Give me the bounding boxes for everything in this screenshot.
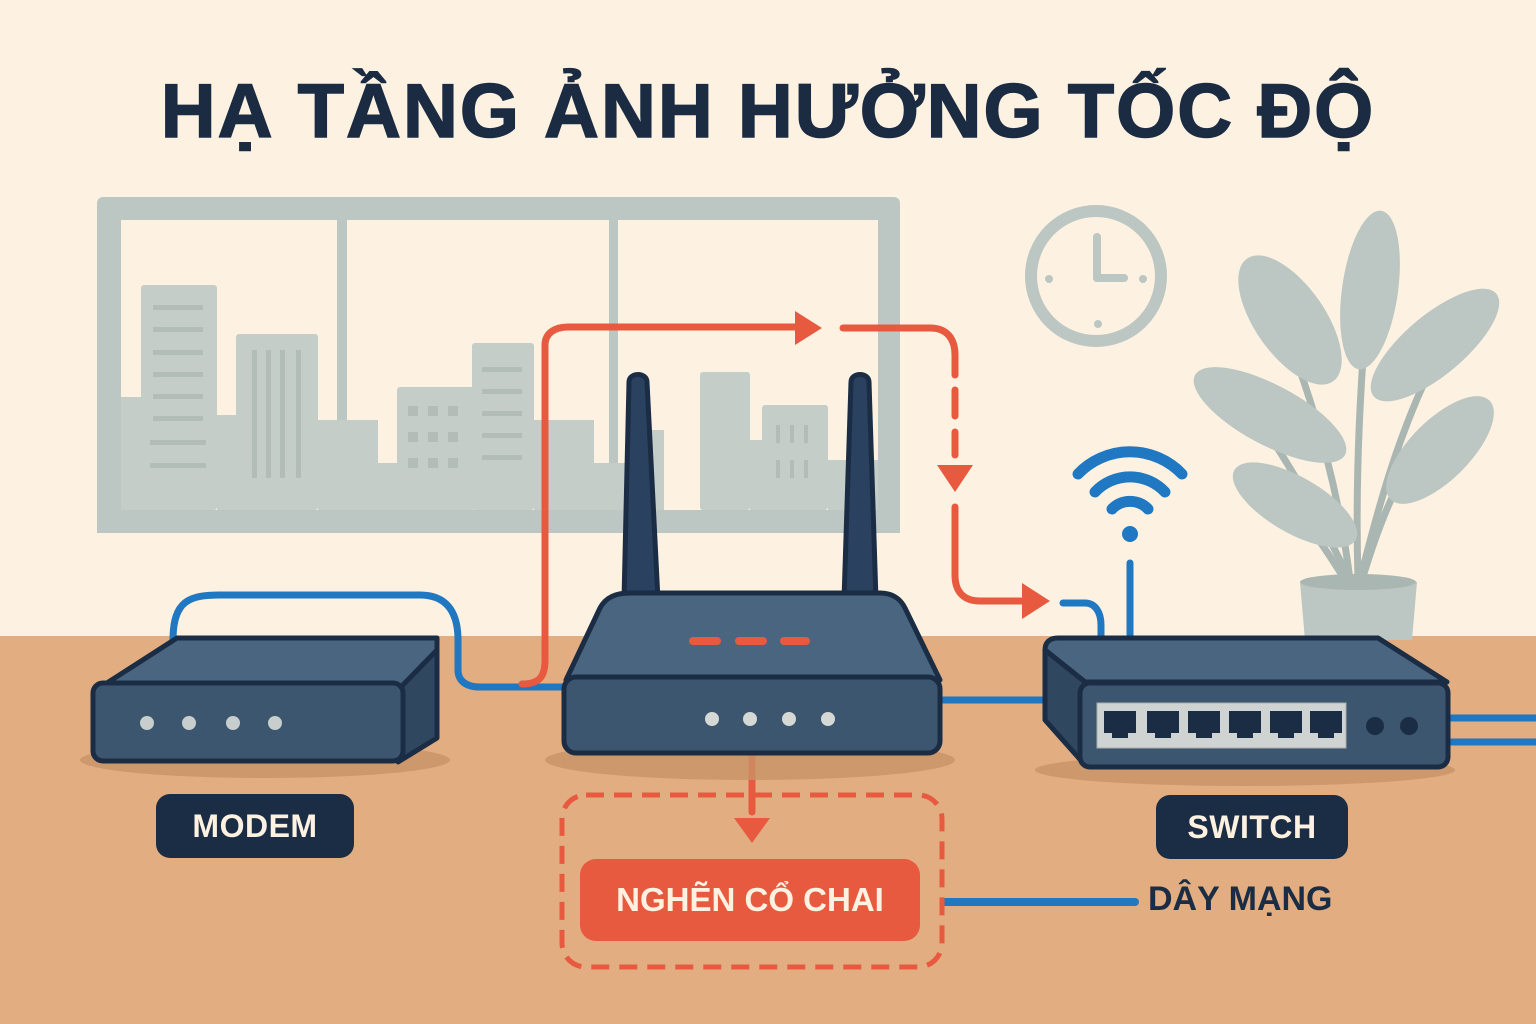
switch-device[interactable] <box>1035 635 1455 786</box>
modem-device[interactable] <box>80 635 450 778</box>
data-flow-arrows <box>518 323 1027 816</box>
cable-label: DÂY MẠNG <box>1148 880 1333 918</box>
router-device[interactable] <box>545 372 955 781</box>
ethernet-ports <box>1104 711 1342 738</box>
switch-label: SWITCH <box>1156 795 1348 859</box>
antenna-left <box>621 372 661 603</box>
network-cables <box>169 559 1536 906</box>
bottleneck-frame <box>559 792 945 970</box>
modem-label: MODEM <box>156 794 354 858</box>
wall-clock-icon <box>1025 205 1167 347</box>
page-title: HẠ TẦNG ẢNH HƯỞNG TỐC ĐỘ <box>160 68 1376 155</box>
potted-plant-decor <box>1193 210 1500 640</box>
bottleneck-badge: NGHẼN CỔ CHAI <box>580 859 920 941</box>
arrowheads <box>734 311 1050 843</box>
wifi-icon <box>1072 446 1188 542</box>
antenna-right <box>841 372 879 603</box>
window-skyline-decor <box>97 197 900 533</box>
